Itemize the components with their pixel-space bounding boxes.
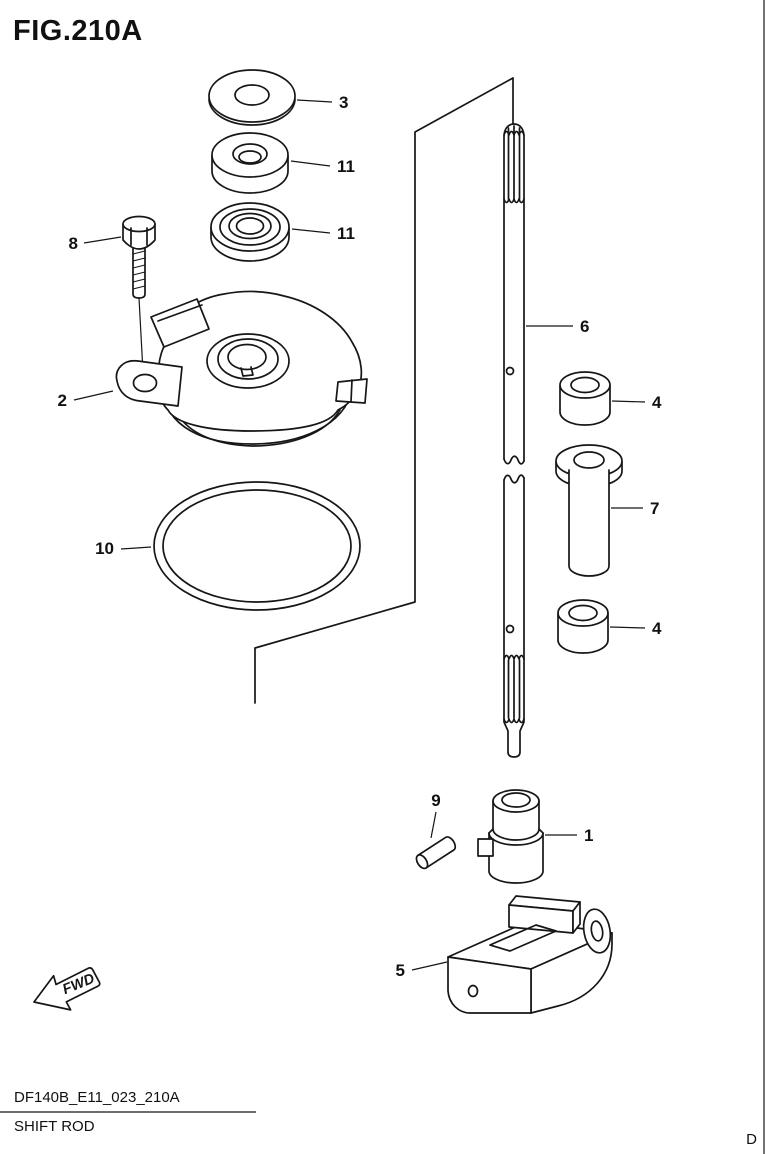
drawing-code: DF140B_E11_023_210A	[14, 1089, 180, 1106]
part-spacer	[211, 132, 289, 194]
callout-spacer: 11	[337, 157, 355, 176]
reference-plane	[254, 77, 514, 704]
joint-bore	[501, 792, 531, 808]
callout-o-ring: 10	[95, 539, 114, 558]
guide-slot	[489, 924, 557, 952]
part-shift-rod	[503, 123, 525, 758]
bolt-assembly-line	[138, 297, 144, 373]
fwd-arrow-outline	[33, 967, 101, 1011]
guide-boss	[582, 908, 612, 954]
part-bushing-upper	[559, 371, 611, 426]
callout-oil-seal: 11	[337, 224, 355, 243]
part-pin	[415, 836, 457, 870]
o-ring-outer	[153, 481, 361, 611]
part-guide-block	[447, 895, 613, 1014]
callout-pin: 9	[431, 791, 440, 810]
figure-title: FIG.210A	[13, 15, 143, 47]
part-bracket	[115, 290, 368, 447]
joint-body	[488, 800, 544, 884]
rod-top-splines	[507, 125, 521, 200]
part-sleeve	[555, 444, 623, 577]
leader-lines	[73, 99, 646, 971]
callout-bushing-upper: 4	[652, 393, 662, 412]
sleeve-body	[568, 469, 610, 577]
callout-joint: 1	[584, 826, 593, 845]
sleeve-bore	[573, 451, 605, 469]
bracket-bore	[227, 343, 267, 371]
spacer-hole	[232, 143, 268, 165]
callout-sleeve: 7	[650, 499, 659, 518]
part-bushing-lower	[557, 599, 609, 654]
part-oil-seal	[210, 202, 290, 262]
callout-labels: 3 11 11 8 2 10 6 4 7 4 9 1 5	[58, 93, 662, 980]
spacer-top	[211, 132, 289, 178]
o-ring-inner	[162, 489, 352, 603]
guide-hole	[467, 984, 479, 998]
callout-bracket: 2	[58, 391, 67, 410]
guide-front-face	[447, 956, 532, 1014]
bolt-threads	[132, 250, 146, 290]
bracket-tab	[150, 298, 210, 348]
callout-washer: 3	[339, 93, 348, 112]
part-joint	[477, 789, 544, 884]
part-washer	[208, 69, 296, 126]
bracket-arm	[115, 359, 183, 407]
callout-guide-block: 5	[396, 961, 405, 980]
bushing-lower-bore	[568, 604, 598, 622]
washer-outer	[208, 69, 296, 123]
part-o-ring	[153, 481, 361, 611]
seal-bore	[235, 217, 265, 235]
drawing-title: SHIFT ROD	[14, 1118, 95, 1135]
fwd-arrow: FWD	[33, 967, 101, 1011]
part-bolt	[122, 215, 156, 373]
seal-outer	[210, 202, 290, 252]
rod-break-lower	[503, 474, 525, 484]
rod-lower-segment	[503, 477, 525, 758]
rod-bottom-splines	[507, 659, 521, 719]
rod-pin-hole-upper	[505, 366, 515, 376]
bushing-upper-bore	[570, 376, 600, 394]
bracket-bolt-hole	[132, 373, 158, 393]
callout-bushing-lower: 4	[652, 619, 662, 638]
rod-break-upper	[503, 455, 525, 465]
callout-shift-rod: 6	[580, 317, 589, 336]
bracket-boss	[206, 333, 290, 389]
guide-right-face	[530, 932, 613, 1014]
joint-tab	[477, 838, 494, 857]
page-corner-letter: D	[746, 1131, 757, 1148]
callout-bolt: 8	[69, 234, 78, 253]
rod-pin-hole-lower	[505, 624, 515, 634]
footer: DF140B_E11_023_210A SHIFT ROD D	[0, 1089, 757, 1148]
washer-hole	[234, 84, 270, 106]
